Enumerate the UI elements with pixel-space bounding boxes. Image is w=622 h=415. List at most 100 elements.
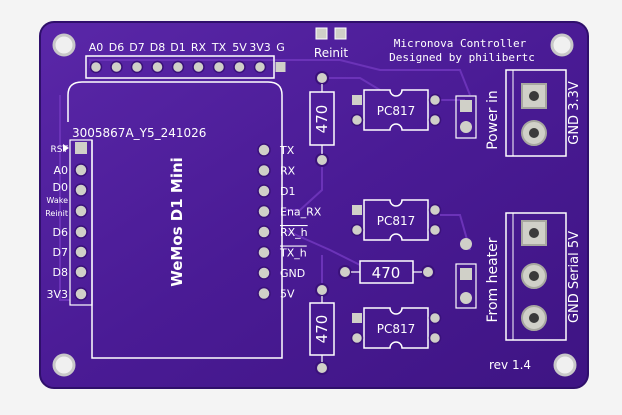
revision-label: rev 1.4 [489,358,531,372]
reinit-pad [315,27,328,40]
power-jumper-outline [455,95,477,139]
pcb-board [39,21,589,389]
module-left-pad [74,225,88,239]
svg-text:PC817: PC817 [377,214,416,228]
mounting-hole [52,353,76,377]
header-pin-pad [110,60,123,74]
module-left-label: 3V3 [46,288,68,301]
module-right-label: RX_h [280,226,308,239]
header-pin-pad [233,60,246,74]
svg-text:470: 470 [313,105,331,134]
header-pin-label: D6 [109,41,124,54]
power-jumper-pad [460,100,472,112]
module-left-pad [74,183,88,197]
module-right-pad [257,225,271,239]
header-pin-label: TX [211,41,227,54]
left-pin-header-outline [69,139,93,306]
optocoupler-pc817: PC817 [350,199,442,241]
heater-terminal-pad [521,220,547,246]
module-left-label: D7 [53,246,68,259]
module-right-pad [257,204,271,219]
resistor-middle: 470 [338,260,435,284]
resistor-top: 470 [309,71,335,167]
heater-side-label: GND Serial 5V [567,231,582,323]
header-pin-pad [89,60,103,74]
module-left-label: D8 [53,266,68,279]
power-in-label: Power in [485,90,501,150]
module-right-label: TX_h [279,247,307,260]
header-pin-label: A0 [89,41,104,54]
power-jumper-pad [460,121,472,133]
module-right-pads [257,143,271,301]
module-left-pad [74,245,88,259]
pin-header-outline [85,55,275,79]
module-part-number: 3005867A_Y5_241026 [72,126,206,140]
heater-jumper-pad [460,238,472,250]
svg-text:PC817: PC817 [377,104,416,118]
module-right-pad [257,286,271,301]
svg-text:470: 470 [313,315,331,344]
header-pin-label: 3V3 [249,41,271,54]
header-pin-label: D1 [170,41,185,54]
module-left-pad [74,163,88,177]
module-right-pad [257,163,271,178]
svg-text:470: 470 [372,264,401,282]
module-left-pad [74,287,88,301]
header-pin-pad [151,60,164,74]
module-right-label: D1 [280,185,295,198]
header-pin-label: D8 [150,41,165,54]
module-right-label: TX [279,144,295,157]
header-pin-label: G [276,41,285,54]
module-right-label: 5V [280,288,295,301]
module-left-label: A0 [53,164,68,177]
board-designer: Designed by philibertc [389,51,535,64]
power-side-label: GND 3.3V [567,81,582,145]
module-left-label: RST [51,145,69,155]
header-pin-pad [192,60,205,74]
header-pin-pad [275,62,286,72]
heater-terminal-outline [505,212,567,341]
heater-jumper-pad [460,292,472,304]
reinit-label: Reinit [314,46,348,60]
module-left-pad [74,204,88,218]
module-right-pad [257,266,271,280]
header-pin-pad [253,60,267,74]
optocoupler-pc817: PC817 [350,307,442,349]
module-left-label: Wake [46,196,68,205]
header-pin-pad [212,60,226,74]
header-pin-pad [171,60,185,74]
header-pin-pad [130,60,144,74]
header-pin-label: 5V [232,41,247,54]
heater-jumper-pad [460,268,472,280]
power-terminal-outline [505,69,567,157]
module-right-label: GND [280,267,305,280]
module-right-label: Ena_RX [280,206,322,219]
mounting-holes [52,33,577,377]
module-right-label: RX [280,165,296,178]
header-pin-label: RX [191,41,207,54]
module-right-pad [257,143,271,157]
module-outline [67,81,283,359]
heater-jumper-outline [455,263,477,309]
header-pin-pads [89,60,286,74]
resistor-bottom: 470 [309,283,335,375]
mounting-hole [550,33,574,57]
optocoupler-pc817: PC817 [350,89,442,131]
module-left-label: Reinit [45,209,68,218]
rst-arrow-icon [63,144,69,152]
svg-text:PC817: PC817 [377,322,416,336]
board-title: Micronova Controller [394,37,527,50]
module-left-label: D0 [53,181,68,194]
mounting-hole [52,33,76,57]
header-pin-label: D7 [129,41,144,54]
module-left-pad [74,265,88,279]
mounting-hole [553,353,577,377]
module-right-pad [257,245,271,260]
module-left-pad [75,142,87,154]
module-name: WeMos D1 Mini [168,157,186,287]
